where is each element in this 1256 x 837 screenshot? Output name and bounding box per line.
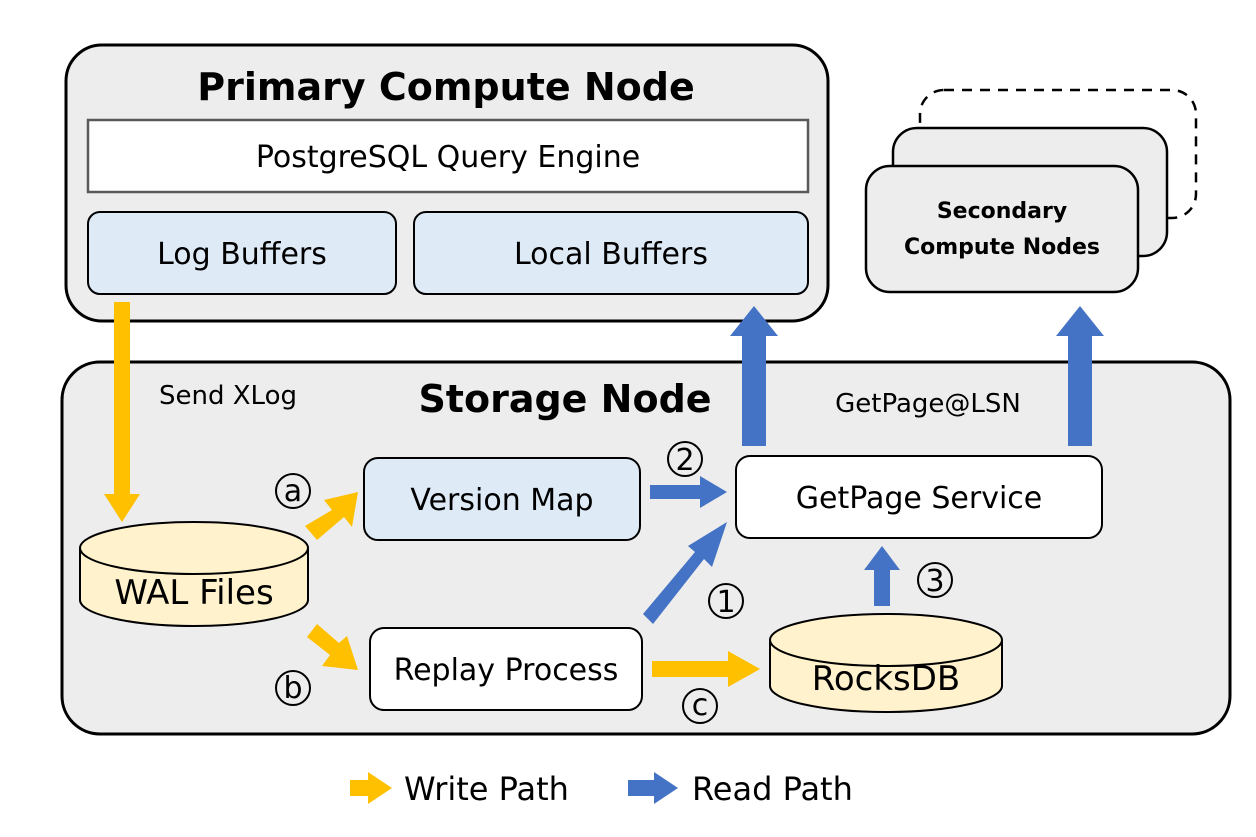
- legend-read-label: Read Path: [692, 770, 853, 808]
- svg-text:c: c: [692, 688, 709, 723]
- getpage-lsn-label: GetPage@LSN: [835, 389, 1021, 419]
- write-arrow-send-xlog: [104, 302, 140, 522]
- log-buffers-label: Log Buffers: [157, 237, 327, 272]
- secondary-node-label-line2: Compute Nodes: [904, 235, 1100, 260]
- legend-write-arrow: [350, 772, 392, 804]
- write-arrow-b: [307, 624, 358, 670]
- step-marker-b: b: [275, 670, 311, 706]
- svg-text:1: 1: [716, 585, 735, 620]
- local-buffers-label: Local Buffers: [514, 237, 708, 272]
- getpage-service-label: GetPage Service: [796, 481, 1043, 516]
- secondary-node-stack-front: [864, 164, 1140, 294]
- wal-files-label: WAL Files: [114, 573, 273, 613]
- replay-process-label: Replay Process: [394, 653, 619, 688]
- wal-files-cylinder: [79, 521, 309, 627]
- send-xlog-label: Send XLog: [159, 381, 297, 411]
- query-engine-label: PostgreSQL Query Engine: [256, 140, 640, 175]
- svg-text:3: 3: [925, 564, 944, 599]
- step-marker-2: 2: [667, 441, 703, 478]
- step-marker-3: 3: [917, 562, 953, 599]
- read-arrow-2: [650, 476, 727, 508]
- local-buffers-box: [413, 211, 809, 295]
- getpage-service-box: [735, 455, 1103, 539]
- read-arrow-to-secondary-nodes: [1056, 306, 1104, 446]
- secondary-node-label-line1: Secondary: [937, 199, 1067, 224]
- write-arrow-c: [652, 651, 760, 687]
- step-marker-a: a: [275, 473, 311, 509]
- write-arrow-a: [305, 492, 358, 540]
- legend-read-arrow: [628, 772, 678, 804]
- read-arrow-to-local-buffers: [730, 306, 778, 446]
- step-marker-1: 1: [708, 583, 744, 620]
- read-arrow-3: [864, 546, 900, 606]
- replay-process-box: [369, 627, 643, 711]
- svg-text:a: a: [284, 474, 302, 509]
- version-map-box: [363, 457, 641, 541]
- read-arrow-1: [643, 522, 727, 624]
- query-engine-box: [86, 118, 810, 194]
- rocksdb-label: RocksDB: [812, 659, 961, 699]
- rocksdb-cylinder: [769, 613, 1003, 713]
- svg-text:2: 2: [675, 443, 694, 478]
- version-map-label: Version Map: [410, 483, 593, 518]
- log-buffers-box: [87, 211, 397, 295]
- storage-node-title: Storage Node: [418, 377, 711, 421]
- primary-node-title: Primary Compute Node: [197, 65, 695, 109]
- legend-write-label: Write Path: [404, 770, 569, 808]
- svg-text:b: b: [283, 671, 302, 706]
- step-marker-c: c: [682, 688, 718, 724]
